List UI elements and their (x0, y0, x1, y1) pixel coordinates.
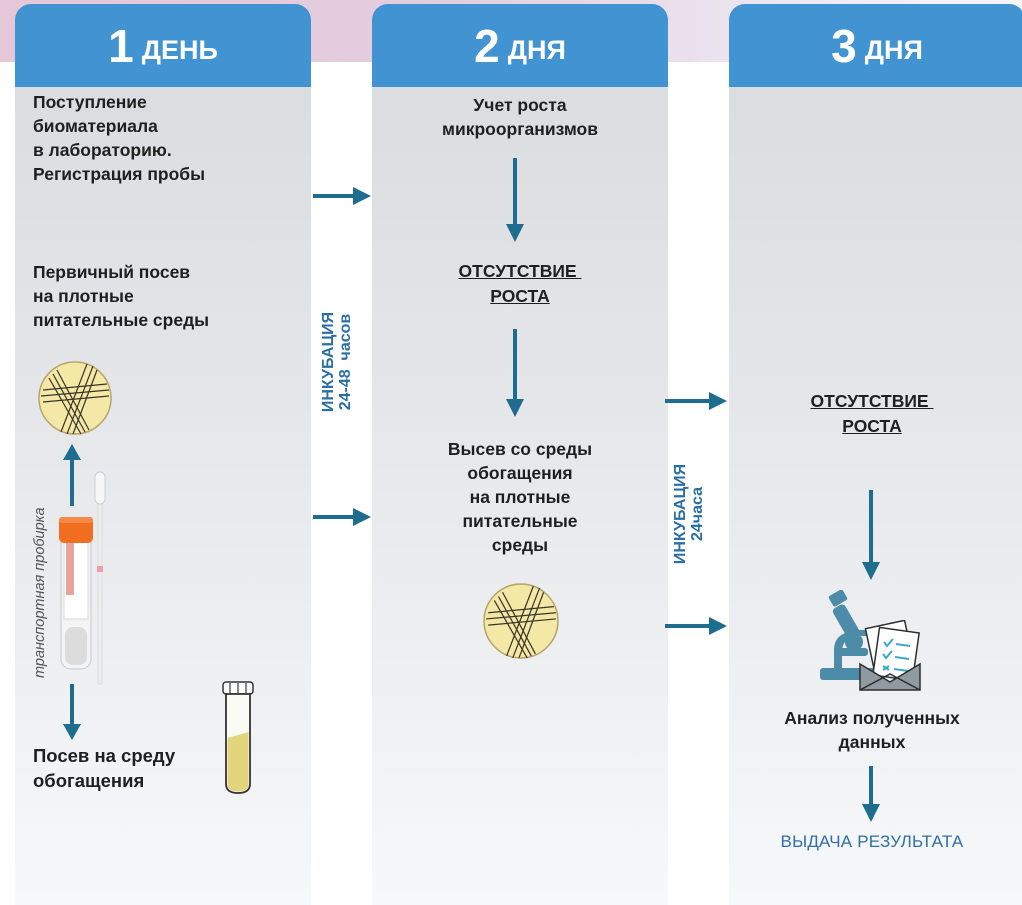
line: РОСТА (842, 416, 902, 436)
arrow-up-to-dish (63, 444, 81, 506)
day-2-word: ДНЯ (507, 35, 566, 65)
day-1-column: 1 ДЕНЬ (15, 4, 311, 905)
arrow-day2-down-2 (506, 329, 524, 417)
enrichment-tube-icon (222, 681, 254, 794)
line: в лабораторию. (33, 140, 172, 160)
arrow-day1-to-day2-top (313, 187, 371, 205)
day-2-column: 2 ДНЯ (372, 4, 668, 905)
incubation-word: ИНКУБАЦИЯ (320, 311, 337, 413)
line: биоматериала (33, 116, 158, 136)
day1-primary-seeding-text: Первичный посев на плотные питательные с… (33, 260, 209, 332)
day-2-header: 2 ДНЯ (372, 4, 668, 87)
line: Анализ полученных (784, 708, 960, 728)
line: среды (491, 535, 549, 555)
line: Учет роста (473, 95, 567, 115)
result-output-text: ВЫДАЧА РЕЗУЛЬТАТА (780, 832, 964, 851)
report-envelope-icon (859, 620, 921, 691)
line: Регистрация пробы (33, 164, 206, 184)
line: питательные (462, 511, 578, 531)
line: Первичный посев (33, 262, 191, 282)
day-3-word: ДНЯ (864, 35, 923, 65)
day1-enrichment-text: Посев на среду обогащения (33, 743, 175, 793)
day-1-number: 1 (108, 19, 134, 72)
line: данных (838, 732, 906, 752)
petri-dish-icon (483, 583, 559, 659)
incubation-word: ИНКУБАЦИЯ (672, 463, 689, 565)
petri-dish-icon (38, 361, 112, 435)
incubation-duration: 24-48 часов (337, 313, 354, 411)
swab-icon (94, 471, 106, 685)
line: на плотные (469, 487, 571, 507)
arrow-day2-to-day3-top (665, 392, 727, 410)
incubation-duration: 24часа (689, 487, 706, 541)
transport-tube-label: транспортная пробирка (32, 507, 48, 678)
day2-no-growth-text: ОТСУТСТВИЕ РОСТА (372, 259, 668, 309)
day-2-number: 2 (474, 19, 500, 72)
arrow-day3-down-1 (862, 490, 880, 580)
day1-receipt-text: Поступление биоматериала в лабораторию. … (33, 90, 205, 186)
incubation-24-48-label: ИНКУБАЦИЯ 24-48 часов (320, 302, 356, 422)
line: Поступление (33, 92, 147, 112)
arrow-down-to-enrichment (63, 684, 81, 740)
day-1-word: ДЕНЬ (141, 35, 218, 65)
day3-analysis-text: Анализ полученных данных (729, 706, 1015, 754)
line: ОТСУТСТВИЕ (458, 261, 582, 281)
line: микроорганизмов (442, 119, 598, 139)
arrow-day1-to-day2-bottom (313, 508, 371, 526)
line: обогащения (33, 770, 145, 791)
arrow-day3-down-2 (862, 766, 880, 822)
microscope-icon (820, 590, 878, 680)
day3-no-growth-text: ОТСУТСТВИЕ РОСТА (729, 389, 1015, 439)
transport-tube-icon (59, 517, 93, 670)
day-3-column: 3 ДНЯ (729, 4, 1022, 905)
arrow-day2-to-day3-bottom (665, 617, 727, 635)
day-1-header: 1 ДЕНЬ (15, 4, 311, 87)
incubation-24-label: ИНКУБАЦИЯ 24часа (672, 459, 708, 569)
day2-subculture-text: Высев со среды обогащения на плотные пит… (372, 437, 668, 557)
day-3-header: 3 ДНЯ (729, 4, 1022, 87)
line: питательные среды (33, 310, 210, 330)
line: ОТСУТСТВИЕ (810, 391, 934, 411)
day2-growth-accounting-text: Учет роста микроорганизмов (372, 93, 668, 141)
line: Посев на среду (33, 745, 176, 766)
arrow-day2-down-1 (506, 158, 524, 242)
line: на плотные (33, 286, 134, 306)
line: обогащения (467, 463, 573, 483)
line: РОСТА (490, 286, 550, 306)
day-3-number: 3 (831, 19, 857, 72)
line: Высев со среды (447, 439, 593, 459)
